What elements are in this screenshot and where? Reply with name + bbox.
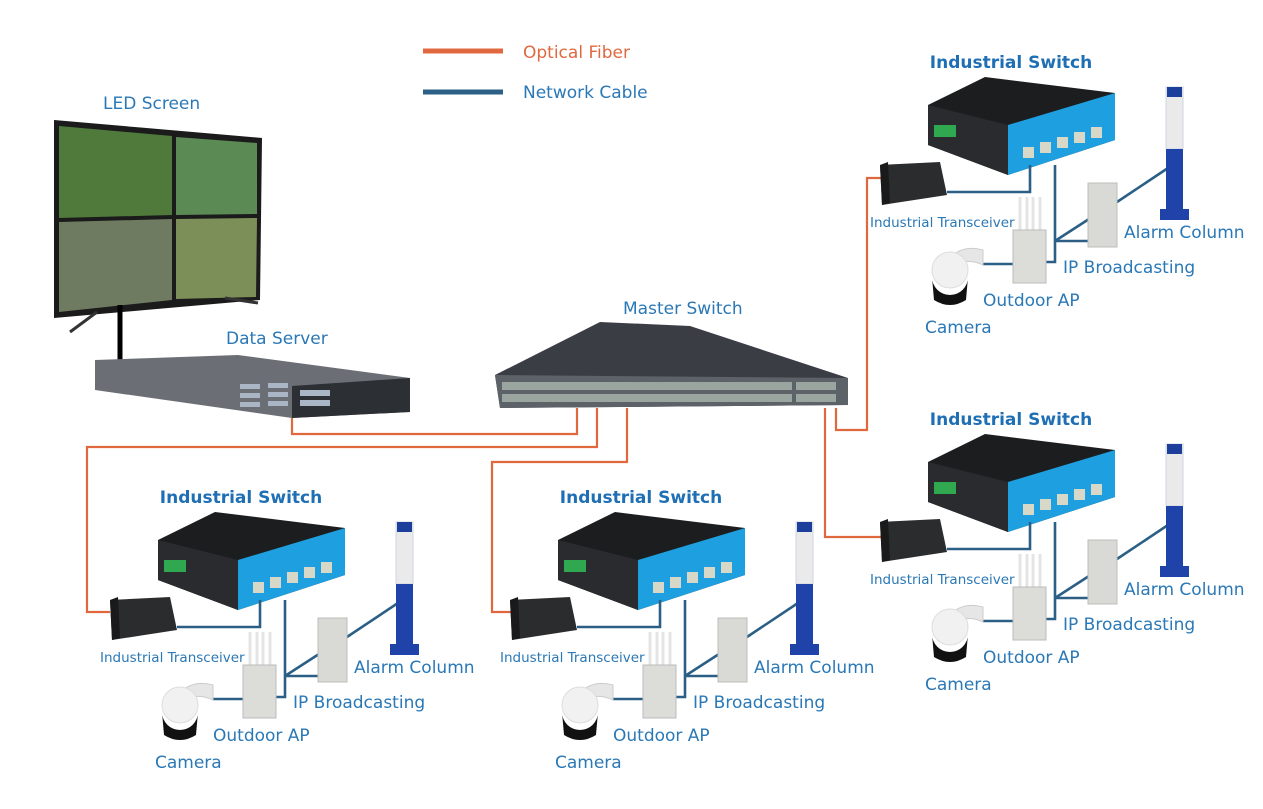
cable-switch-ap [276, 600, 287, 699]
ip-broadcasting-speaker [1087, 539, 1118, 605]
data-server: Data Server [95, 329, 410, 418]
camera [931, 604, 984, 662]
ip-broadcasting-label: IP Broadcasting [293, 693, 425, 713]
industrial-switch-cluster: Industrial Switch Industrial Transceiver… [500, 488, 875, 773]
outdoor-ap-label: Outdoor AP [983, 648, 1080, 668]
camera-label: Camera [925, 675, 992, 695]
camera [561, 682, 614, 740]
cable-alarm [1116, 166, 1169, 204]
camera-label: Camera [925, 318, 992, 338]
cable-transceiver-switch [577, 600, 662, 629]
led-screen-label: LED Screen [103, 94, 200, 114]
cluster-4: Industrial Switch Industrial Transceiver… [870, 410, 1245, 695]
cluster-3: Industrial Switch Industrial Transceiver… [870, 53, 1245, 338]
cluster-1: Industrial Switch Industrial Transceiver… [100, 488, 475, 773]
ip-broadcasting-label: IP Broadcasting [1063, 258, 1195, 278]
ip-broadcasting-label: IP Broadcasting [693, 693, 825, 713]
cable-switch-ap [1046, 165, 1057, 264]
cable-alarm [346, 601, 399, 639]
fiber-master-cluster1 [85, 408, 599, 614]
industrial-transceiver-label: Industrial Transceiver [870, 572, 1015, 588]
industrial-transceiver-label: Industrial Transceiver [100, 650, 245, 666]
alarm-column [790, 521, 819, 655]
master-switch: Master Switch [495, 299, 848, 408]
cable-broadcasting [284, 652, 320, 678]
industrial-switch-label: Industrial Switch [930, 410, 1092, 430]
outdoor-ap [1012, 554, 1047, 641]
fiber-master-cluster2 [490, 408, 629, 614]
alarm-column-label: Alarm Column [1124, 580, 1245, 600]
ip-broadcasting-speaker [717, 617, 748, 683]
outdoor-ap [642, 632, 677, 719]
camera-label: Camera [155, 753, 222, 773]
cable-switch-ap [1046, 522, 1057, 621]
industrial-switch-label: Industrial Switch [560, 488, 722, 508]
cable-broadcasting [684, 652, 720, 678]
cable-broadcasting [1054, 217, 1090, 243]
industrial-switch [558, 512, 745, 610]
legend-cable-label: Network Cable [523, 83, 648, 103]
outdoor-ap [1012, 197, 1047, 284]
industrial-switch-cluster: Industrial Switch Industrial Transceiver… [870, 53, 1245, 338]
industrial-switch-cluster: Industrial Switch Industrial Transceiver… [100, 488, 475, 773]
camera [931, 247, 984, 305]
industrial-transceiver [110, 597, 177, 640]
legend-fiber-label: Optical Fiber [523, 43, 630, 63]
industrial-transceiver-label: Industrial Transceiver [500, 650, 645, 666]
cable-transceiver-switch [177, 600, 262, 629]
ip-broadcasting-label: IP Broadcasting [1063, 615, 1195, 635]
alarm-column [1160, 86, 1189, 220]
cable-transceiver-switch [947, 165, 1032, 194]
industrial-transceiver [510, 597, 577, 640]
industrial-transceiver [880, 162, 947, 205]
fiber-links [85, 176, 882, 614]
cluster-2: Industrial Switch Industrial Transceiver… [500, 488, 875, 773]
cable-alarm [746, 601, 799, 639]
industrial-switch-cluster: Industrial Switch Industrial Transceiver… [870, 410, 1245, 695]
cable-alarm [1116, 523, 1169, 561]
alarm-column-label: Alarm Column [754, 658, 875, 678]
alarm-column-label: Alarm Column [354, 658, 475, 678]
fiber-server-master [290, 408, 579, 436]
cable-switch-ap [676, 600, 687, 699]
ip-broadcasting-speaker [1087, 182, 1118, 248]
master-switch-label: Master Switch [623, 299, 743, 319]
alarm-column-label: Alarm Column [1124, 223, 1245, 243]
cable-transceiver-switch [947, 522, 1032, 551]
industrial-switch [928, 77, 1115, 175]
industrial-switch [928, 434, 1115, 532]
fiber-master-cluster3 [834, 176, 882, 432]
cable-broadcasting [1054, 574, 1090, 600]
industrial-transceiver [880, 519, 947, 562]
outdoor-ap-label: Outdoor AP [613, 726, 710, 746]
industrial-switch-label: Industrial Switch [930, 53, 1092, 73]
data-server-label: Data Server [226, 329, 328, 349]
camera-label: Camera [555, 753, 622, 773]
alarm-column [1160, 443, 1189, 577]
ip-broadcasting-speaker [317, 617, 348, 683]
alarm-column [390, 521, 419, 655]
industrial-switch-label: Industrial Switch [160, 488, 322, 508]
industrial-switch [158, 512, 345, 610]
camera [161, 682, 214, 740]
outdoor-ap-label: Outdoor AP [213, 726, 310, 746]
fiber-master-cluster4 [823, 408, 882, 539]
led-screen: LED Screen [54, 94, 262, 362]
outdoor-ap [242, 632, 277, 719]
outdoor-ap-label: Outdoor AP [983, 291, 1080, 311]
industrial-transceiver-label: Industrial Transceiver [870, 215, 1015, 231]
legend: Optical Fiber Network Cable [423, 43, 648, 103]
